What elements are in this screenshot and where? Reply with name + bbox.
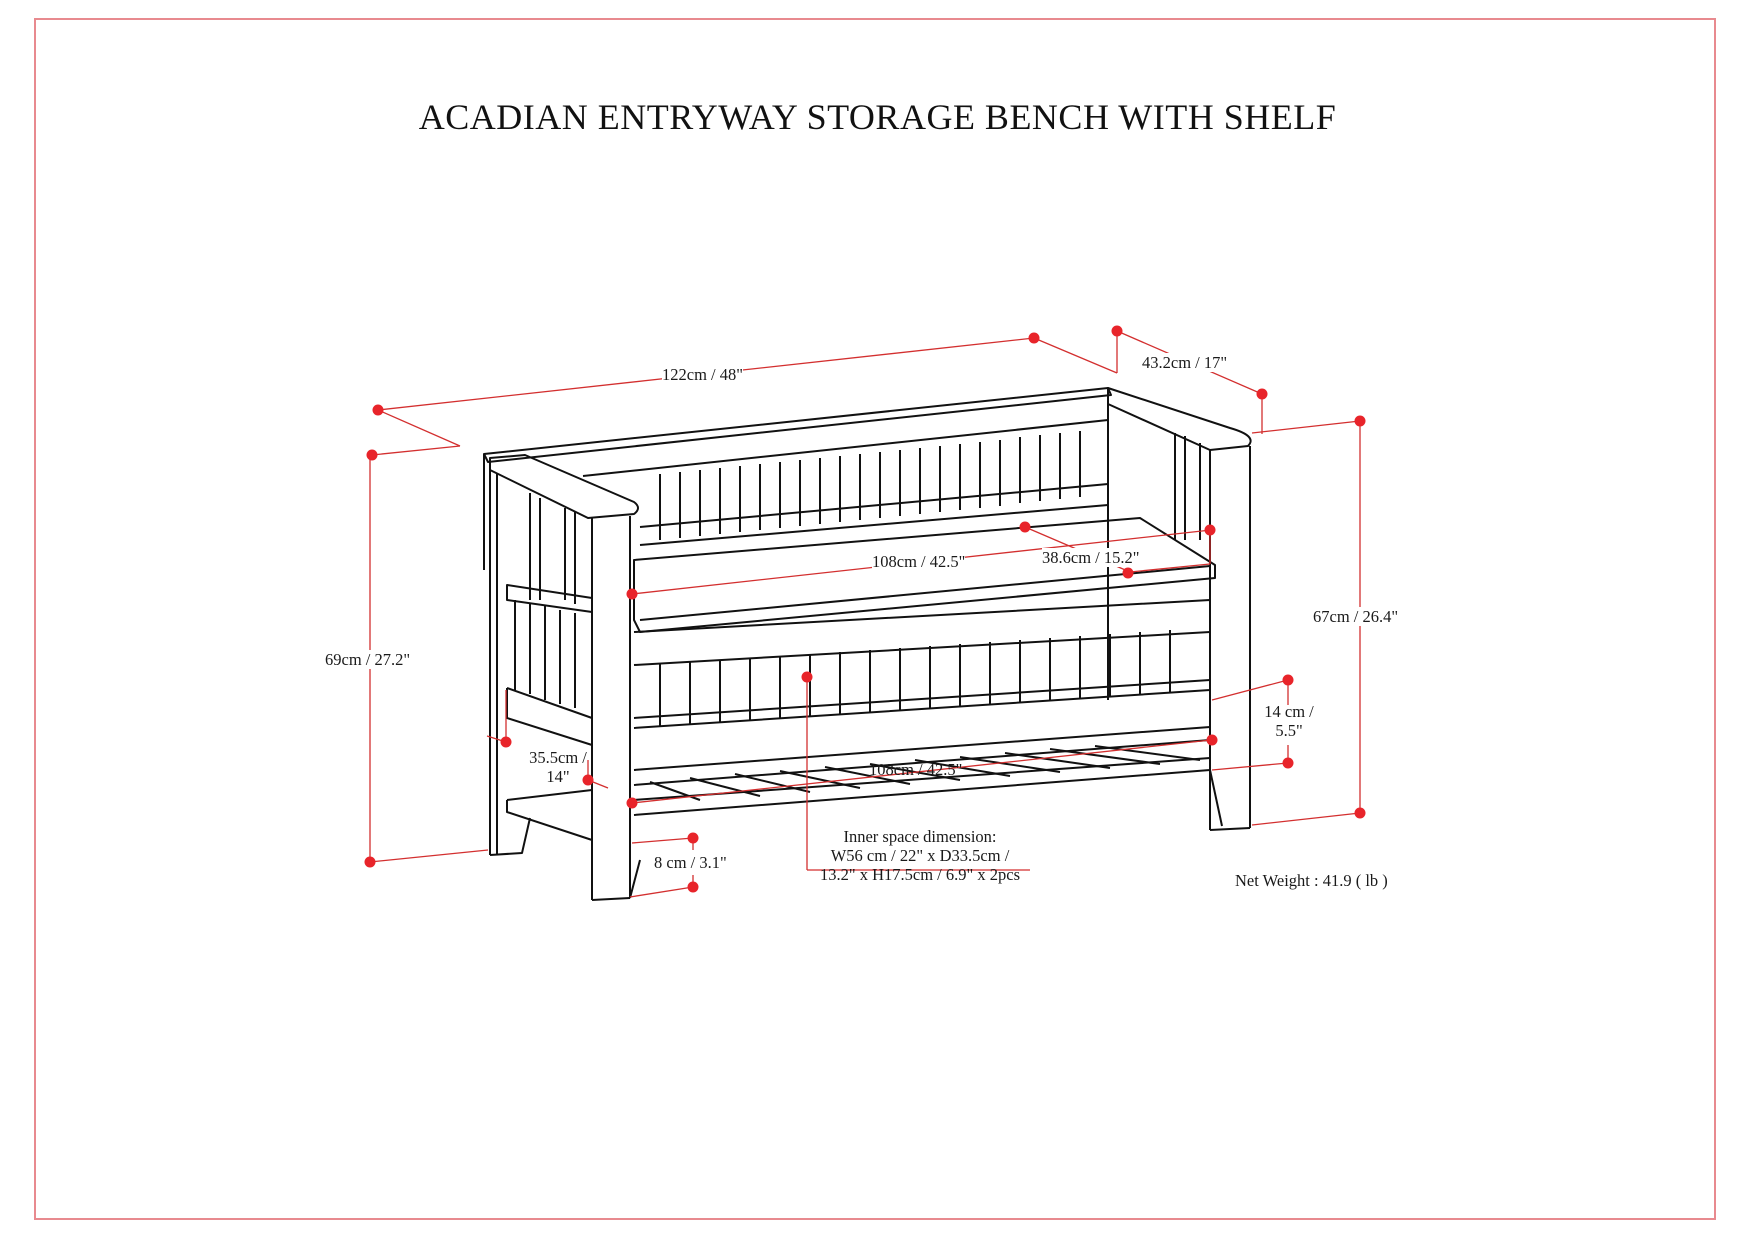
dimension-lines (369, 330, 1361, 898)
dimension-dot (1282, 674, 1294, 686)
shelf-depth-label: 35.5cm / 14" (529, 748, 587, 786)
dimension-dot (582, 774, 594, 786)
overall-depth-label: 43.2cm / 17" (1142, 353, 1228, 372)
dimension-dot (364, 856, 376, 868)
dimension-dot (801, 671, 813, 683)
dimension-dot (626, 588, 638, 600)
dimension-dot (366, 449, 378, 461)
dimension-dots (364, 325, 1366, 893)
shelf-width-label: 108cm / 42.5" (869, 760, 963, 779)
dimension-dot (1354, 415, 1366, 427)
dimension-dot (1206, 734, 1218, 746)
inner-space-note: Inner space dimension: W56 cm / 22" x D3… (820, 827, 1020, 884)
dimension-dot (1111, 325, 1123, 337)
product-title: ACADIAN ENTRYWAY STORAGE BENCH WITH SHEL… (418, 97, 1337, 137)
leg-height-label: 8 cm / 3.1" (654, 853, 727, 872)
dimension-dot (372, 404, 384, 416)
dimension-dot (500, 736, 512, 748)
dimension-dot (1028, 332, 1040, 344)
dimension-dot (1122, 567, 1134, 579)
overall-height-left-label: 69cm / 27.2" (325, 650, 411, 669)
page-border (34, 18, 1716, 1220)
seat-depth-label: 38.6cm / 15.2" (1042, 548, 1140, 567)
overall-width-label: 122cm / 48" (662, 365, 743, 384)
dimension-dot (1282, 757, 1294, 769)
dimension-dot (687, 881, 699, 893)
dimension-dot (1256, 388, 1268, 400)
dimension-dot (1354, 807, 1366, 819)
dimension-dot (687, 832, 699, 844)
dimension-dot (626, 797, 638, 809)
overall-height-right-label: 67cm / 26.4" (1313, 607, 1399, 626)
seat-width-label: 108cm / 42.5" (872, 552, 966, 571)
dimension-dot (1204, 524, 1216, 536)
net-weight: Net Weight : 41.9 ( lb ) (1235, 871, 1388, 890)
dimension-dot (1019, 521, 1031, 533)
bench-outline (483, 387, 1252, 901)
shelf-clearance-label: 14 cm / 5.5" (1264, 702, 1314, 740)
